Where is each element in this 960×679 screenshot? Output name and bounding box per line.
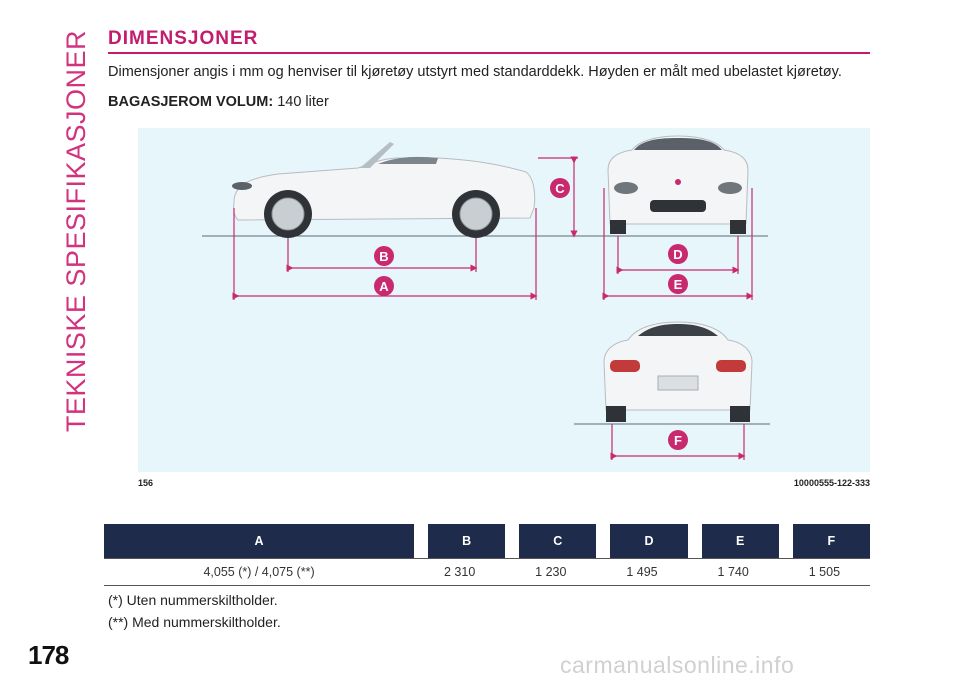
table-cell-a: 4,055 (*) / 4,075 (**) bbox=[104, 558, 415, 586]
table-cell-f: 1 505 bbox=[778, 558, 870, 586]
luggage-label: BAGASJEROM VOLUM: bbox=[108, 94, 274, 110]
dimensions-illustration: A B C D E F bbox=[202, 135, 770, 460]
footnote-without-plate-holder: (*) Uten nummerskiltholder. bbox=[108, 592, 278, 608]
luggage-volume: BAGASJEROM VOLUM: 140 liter bbox=[108, 94, 329, 110]
label-b: B bbox=[379, 249, 388, 264]
luggage-value: 140 liter bbox=[277, 94, 329, 110]
label-badge-d bbox=[668, 244, 688, 264]
label-badges: A B C D E F bbox=[374, 178, 688, 450]
label-badge-f bbox=[668, 430, 688, 450]
figure-code: 10000555-122-333 bbox=[793, 478, 870, 488]
label-badge-b bbox=[374, 246, 394, 266]
table-cell-e: 1 740 bbox=[687, 558, 779, 586]
car-front-view bbox=[607, 135, 749, 234]
table-row: 4,055 (*) / 4,075 (**) 2 310 1 230 1 495… bbox=[104, 558, 870, 586]
label-badge-a bbox=[374, 276, 394, 296]
table-header-a: A bbox=[104, 524, 415, 558]
table-header-e: E bbox=[687, 524, 779, 558]
watermark: carmanualsonline.info bbox=[560, 652, 795, 678]
section-sidebar-title: TEKNISKE SPESIFIKASJONER bbox=[46, 30, 106, 432]
heading-text: DIMENSJONER bbox=[108, 28, 259, 49]
label-a: A bbox=[379, 279, 389, 294]
dimensions-figure: A B C D E F bbox=[138, 128, 870, 472]
table-cell-c: 1 230 bbox=[505, 558, 597, 586]
dimensions-table-header: A B C D E F bbox=[104, 524, 870, 558]
table-header-c: C bbox=[505, 524, 597, 558]
label-badge-c bbox=[550, 178, 570, 198]
label-c: C bbox=[555, 181, 565, 196]
car-rear-view bbox=[603, 321, 753, 422]
car-side-view bbox=[232, 142, 536, 238]
footnote-with-plate-holder: (**) Med nummerskiltholder. bbox=[108, 614, 281, 630]
label-e: E bbox=[674, 277, 683, 292]
dimension-lines bbox=[232, 156, 754, 460]
table-cell-d: 1 495 bbox=[596, 558, 688, 586]
page-heading: DIMENSJONER bbox=[108, 28, 870, 54]
label-badge-e bbox=[668, 274, 688, 294]
table-header-b: B bbox=[414, 524, 506, 558]
table-header-d: D bbox=[596, 524, 688, 558]
label-d: D bbox=[673, 247, 682, 262]
table-header-f: F bbox=[778, 524, 870, 558]
figure-number: 156 bbox=[138, 478, 154, 488]
intro-paragraph: Dimensjoner angis i mm og henviser til k… bbox=[108, 64, 842, 80]
dimensions-table: A B C D E F 4,055 (*) / 4,075 (**) 2 310… bbox=[104, 524, 870, 586]
table-cell-b: 2 310 bbox=[414, 558, 506, 586]
label-f: F bbox=[674, 433, 682, 448]
page-number: 178 bbox=[28, 640, 69, 670]
section-title-text: TEKNISKE SPESIFIKASJONER bbox=[60, 30, 91, 433]
